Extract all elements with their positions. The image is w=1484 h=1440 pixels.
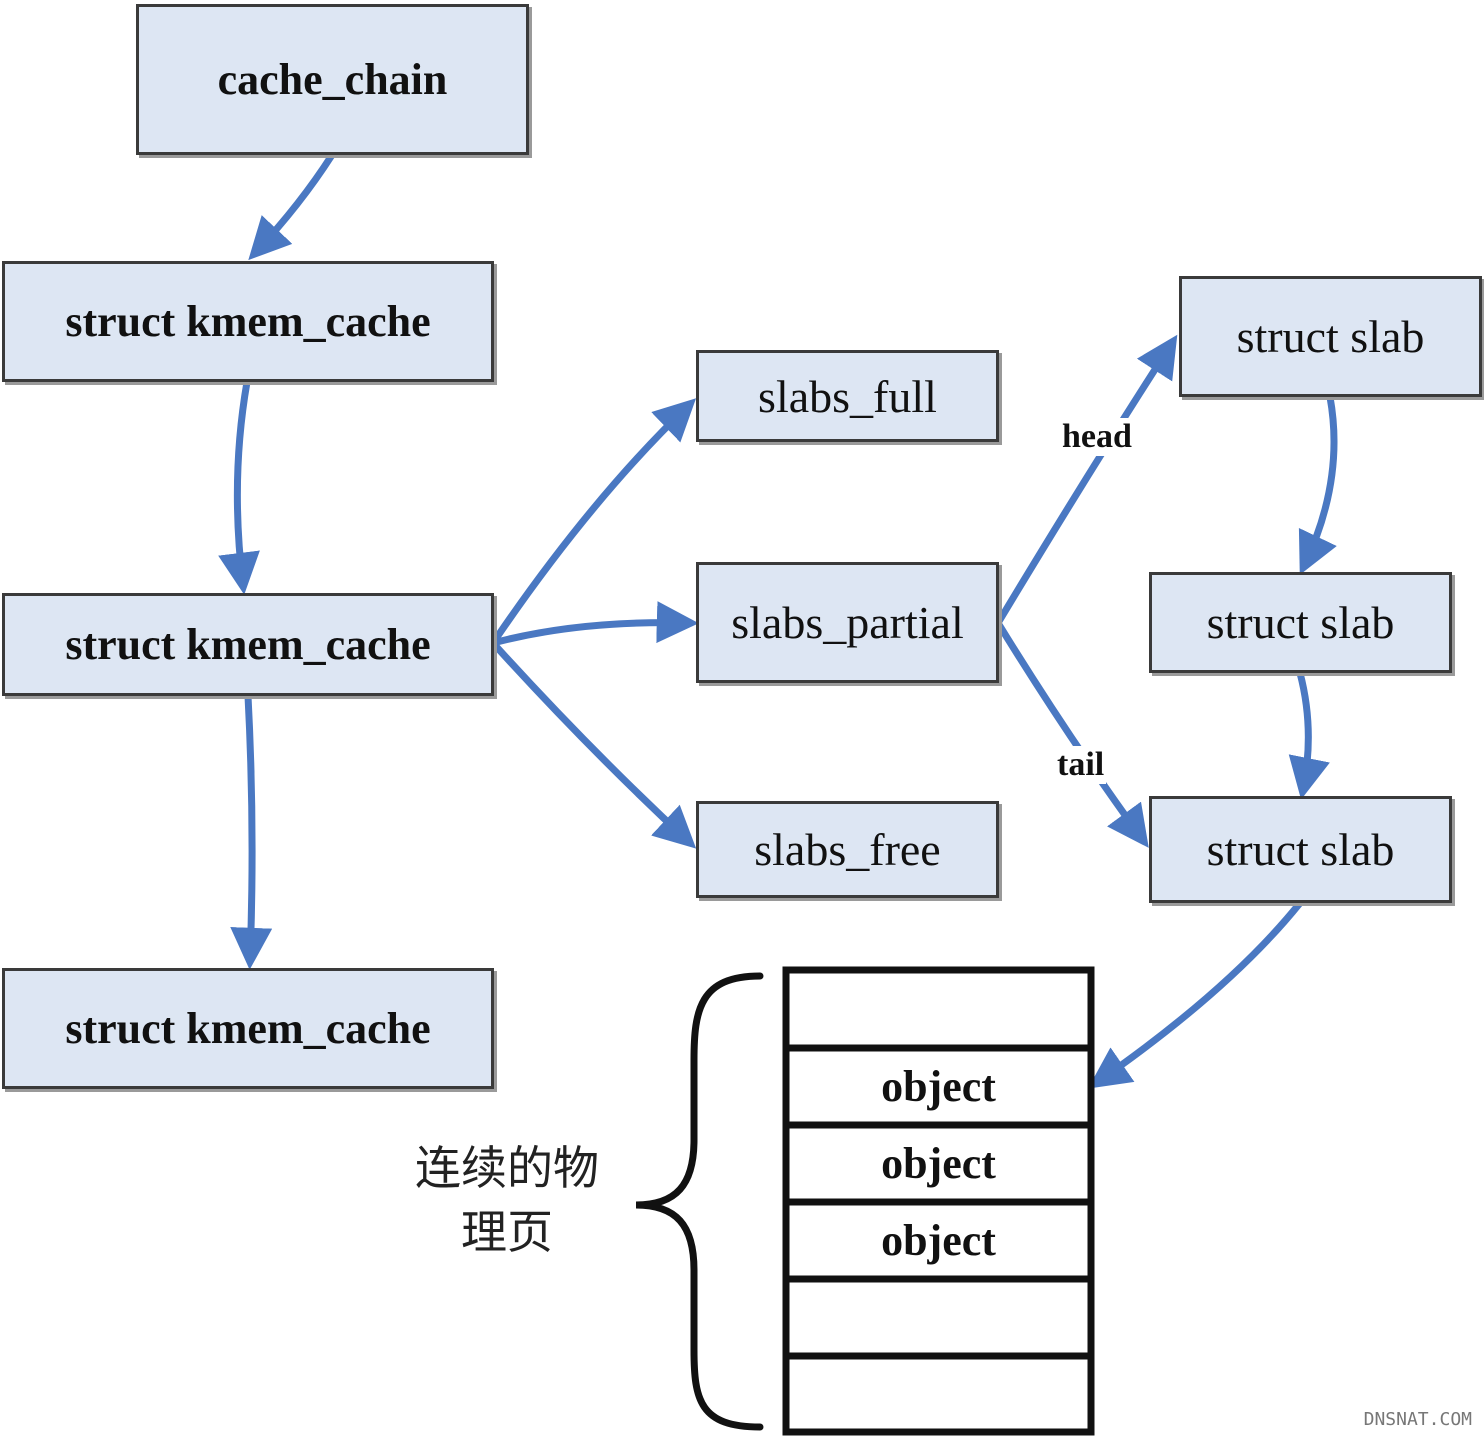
cache-chain-box: cache_chain <box>136 4 529 155</box>
curly-brace <box>635 972 764 1431</box>
arrow-partial-head-to-slab1 <box>994 334 1178 627</box>
kmem-cache-box-1: struct kmem_cache <box>2 261 494 382</box>
arrow-kmem1-to-kmem2 <box>218 378 260 595</box>
arrow-slab1-to-slab2 <box>1298 393 1338 575</box>
arrow-kmem2-to-slabs-full <box>489 398 697 647</box>
arrow-chain-to-kmem1 <box>248 151 336 261</box>
arrow-slab2-to-slab3 <box>1288 669 1330 800</box>
slabs-free-box: slabs_free <box>696 801 999 898</box>
arrow-kmem2-to-slabs-free <box>489 639 697 849</box>
arrow-kmem2-to-kmem3 <box>230 692 273 970</box>
arrow-slab3-to-objects <box>1087 899 1304 1089</box>
struct-slab-box-2: struct slab <box>1149 572 1452 673</box>
struct-slab-box-3: struct slab <box>1149 796 1452 903</box>
physical-pages-label-line2: 理页 <box>461 1205 553 1259</box>
physical-pages-label-line1: 连续的物 <box>415 1141 599 1195</box>
kmem-cache-box-3: struct kmem_cache <box>2 968 494 1089</box>
object-cell <box>786 1356 1091 1432</box>
tail-edge-label: tail <box>1055 746 1107 784</box>
slabs-full-box: slabs_full <box>696 350 999 442</box>
head-edge-label: head <box>1060 418 1134 456</box>
object-cell: object <box>881 1139 996 1188</box>
arrow-partial-tail-to-slab3 <box>994 619 1149 848</box>
object-cell: object <box>881 1216 996 1265</box>
kmem-cache-box-2: struct kmem_cache <box>2 593 494 696</box>
struct-slab-box-1: struct slab <box>1179 276 1482 397</box>
physical-pages-label: 连续的物 理页 <box>400 1136 614 1264</box>
slabs-partial-box: slabs_partial <box>696 562 999 683</box>
watermark: DNSNAT.COM <box>1363 1409 1472 1430</box>
object-cell: object <box>881 1062 996 1111</box>
arrow-kmem2-to-slabs-partial <box>489 601 699 647</box>
object-cell <box>786 1279 1091 1356</box>
object-cell <box>786 970 1091 1048</box>
